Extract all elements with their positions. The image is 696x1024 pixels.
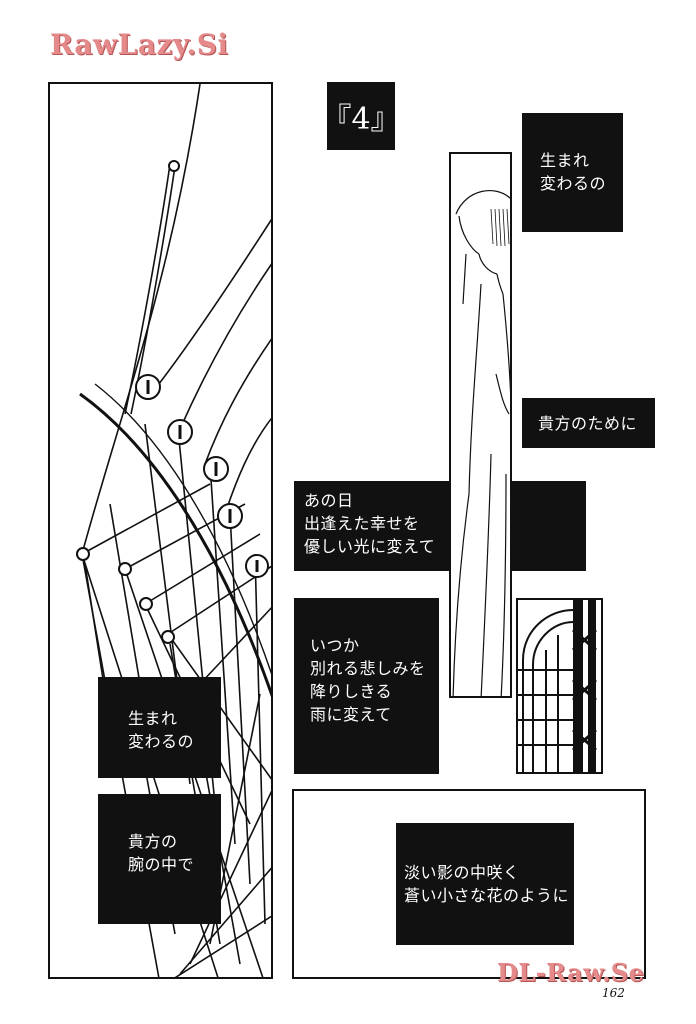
caption-box-that-day: あの日 出逢えた幸せを 優しい光に変えて: [294, 481, 449, 571]
caption-box-blue-flower: 淡い影の中咲く 蒼い小さな花のように: [396, 823, 574, 945]
figure-panel: [449, 152, 512, 698]
caption-line: 蒼い小さな花のように: [404, 886, 570, 905]
chapter-label: 『4』: [321, 82, 401, 150]
caption-line: いつか: [310, 636, 360, 655]
caption-line: 生まれ: [128, 709, 178, 728]
window-illustration: [518, 600, 597, 772]
caption-line: 変わるの: [128, 732, 195, 751]
caption-box-rebirth-left: 生まれ 変わるの: [98, 677, 221, 778]
watermark-top: RawLazy.Si: [50, 28, 229, 61]
figure-illustration: [452, 190, 510, 696]
window-panel: [516, 598, 603, 774]
caption-line: 貴方の: [128, 832, 178, 851]
caption-line: 別れる悲しみを: [310, 659, 426, 678]
caption-line: 出逢えた幸せを: [304, 514, 420, 533]
caption-box-rebirth-top: 生まれ 変わるの: [522, 113, 623, 232]
caption-line: 貴方のために: [538, 414, 638, 433]
caption-line: 変わるの: [540, 174, 607, 193]
caption-line: 雨に変えて: [310, 705, 392, 724]
caption-line: 淡い影の中咲く: [404, 863, 520, 882]
caption-line: 生まれ: [540, 151, 590, 170]
watermark-bottom: DL-Raw.Se: [497, 958, 645, 987]
caption-box-for-you: 貴方のために: [522, 398, 655, 448]
caption-box-your-arms: 貴方の 腕の中で: [98, 794, 221, 924]
caption-line: 降りしきる: [310, 682, 393, 701]
caption-box-someday: いつか 別れる悲しみを 降りしきる 雨に変えて: [294, 598, 439, 774]
caption-line: 優しい光に変えて: [304, 537, 436, 556]
caption-box-filler: [511, 481, 586, 571]
caption-line: あの日: [304, 491, 354, 510]
page-number: 162: [602, 986, 625, 1000]
caption-line: 腕の中で: [128, 855, 195, 874]
